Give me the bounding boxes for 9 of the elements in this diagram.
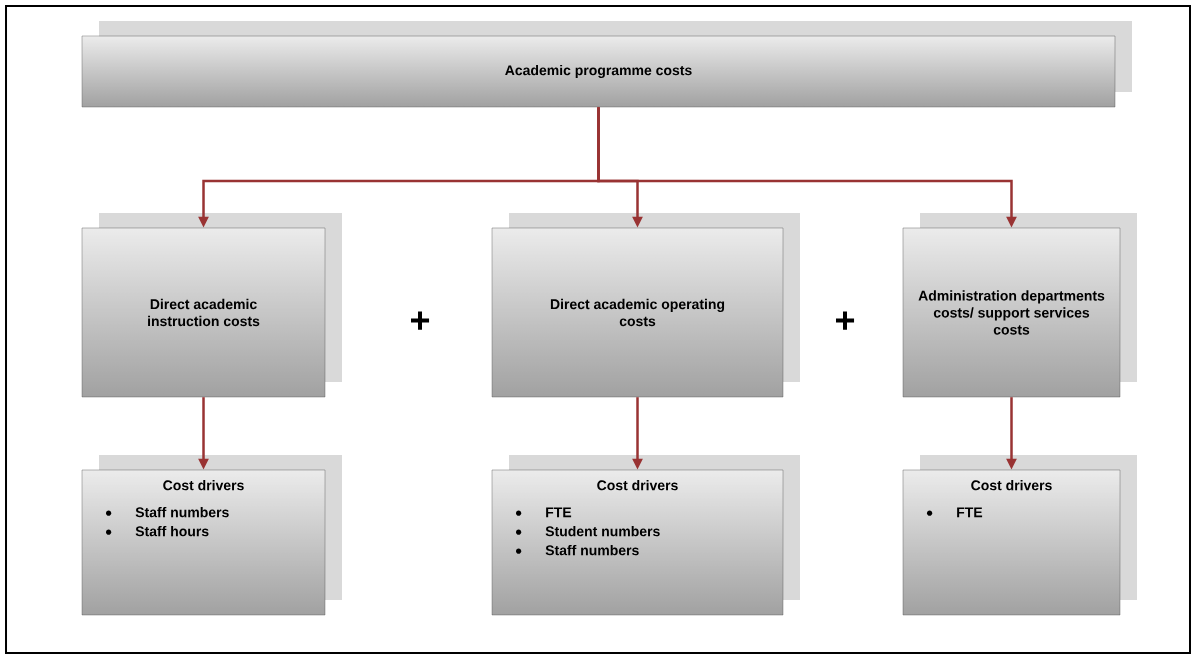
process-box: Cost drivers Staff numbers Staff hours [81, 455, 342, 616]
plus-sign: + [411, 311, 430, 330]
process-box: Cost drivers FTE Student numbers Staff numbers [491, 455, 800, 616]
process-box: Academic programme costs [81, 21, 1132, 108]
process-box: Direct academic instruction costs [81, 213, 342, 398]
process-box: Administration departments costs/ support services costs [902, 213, 1137, 398]
process-box: Cost drivers FTE [902, 455, 1137, 616]
plus-sign: + [836, 311, 855, 330]
process-box: Direct academic operating costs [491, 213, 800, 398]
